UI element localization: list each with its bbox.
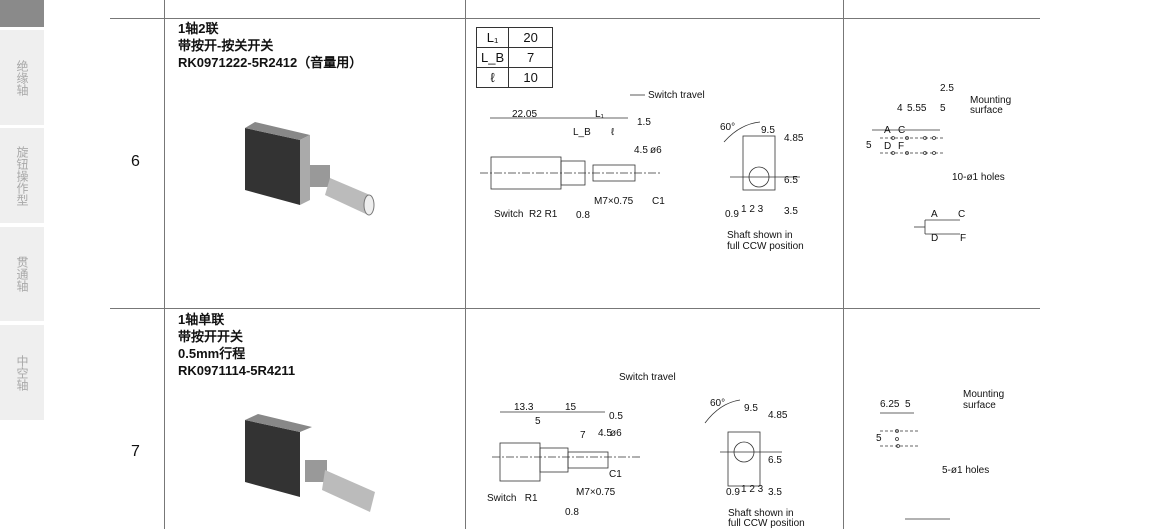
angle-label: 60° <box>710 398 726 409</box>
dim-label: 4 <box>897 103 903 114</box>
switch-travel-label: Switch travel <box>648 90 705 101</box>
pin-label: Switch R2 R1 <box>494 209 558 220</box>
tab-label: 旋钮操作型 <box>15 145 29 206</box>
dim-label: 22.05 <box>512 109 538 120</box>
dim-label: ø6 <box>610 428 622 439</box>
dim-label: 9.5 <box>744 403 758 414</box>
dim-label: 1.5 <box>637 117 651 128</box>
dim-label: 2.5 <box>940 83 954 94</box>
note-text: Shaft shown in <box>728 508 794 519</box>
dim-label: 5 <box>866 140 872 151</box>
sidebar-tab-through-shaft[interactable]: 贯通轴 <box>0 227 44 321</box>
terminal-c: C <box>898 125 906 136</box>
product-title: 1轴2联 带按开-按关开关 RK0971222-5R2412（音量用） <box>178 20 362 71</box>
chamfer-label: C1 <box>652 196 665 207</box>
mounting-label: surface <box>970 105 1003 116</box>
title-line: 0.5mm行程 <box>178 346 246 361</box>
dim-label: 3.5 <box>784 206 798 217</box>
dim-label: 4.85 <box>784 133 804 144</box>
pin-numbers: 1 2 3 <box>741 484 764 495</box>
dim-key: L_B <box>475 47 510 68</box>
tab-label: 绝缘轴 <box>15 59 29 96</box>
note-text: Shaft shown in <box>727 230 793 241</box>
sidebar-tab-knob-type[interactable]: 旋钮操作型 <box>0 128 44 223</box>
dim-label: 5 <box>535 416 541 427</box>
row-number: 7 <box>131 443 140 460</box>
dim-label: 15 <box>565 402 577 413</box>
row-number: 6 <box>131 153 140 170</box>
dim-label: 9.5 <box>761 125 775 136</box>
terminal-a: A <box>931 209 938 220</box>
dim-value: 10 <box>508 67 554 88</box>
thread-label: M7×0.75 <box>594 196 634 207</box>
dim-label: 0.9 <box>726 487 740 498</box>
sidebar-tab-hollow-shaft[interactable]: 中空轴 <box>0 325 44 420</box>
dim-label: 6.5 <box>784 175 798 186</box>
column-divider <box>843 0 844 529</box>
title-line: RK0971222-5R2412（音量用） <box>178 55 363 70</box>
product-title: 1轴单联 带按开开关 0.5mm行程 RK0971114-5R4211 <box>178 311 295 379</box>
dim-label: 5 <box>940 103 946 114</box>
dim-label: 0.9 <box>725 209 739 220</box>
pin-label: Switch R1 <box>487 493 538 504</box>
dim-label: 0.5 <box>609 411 623 422</box>
dim-label: 13.3 <box>514 402 534 413</box>
mounting-label: Mounting <box>970 95 1012 106</box>
thread-label: M7×0.75 <box>576 487 616 498</box>
dim-label: 7 <box>580 430 586 441</box>
tab-label: 中空轴 <box>15 354 29 391</box>
holes-label: 5-ø1 holes <box>942 465 990 476</box>
terminal-c: C <box>958 209 966 220</box>
dim-label: 4.85 <box>768 410 788 421</box>
angle-label: 60° <box>720 122 736 133</box>
table-rule <box>110 18 1040 19</box>
dim-label: L_B <box>573 127 591 138</box>
mounting-label: surface <box>963 400 996 411</box>
terminal-d: D <box>931 233 939 244</box>
note-text: full CCW position <box>727 241 804 252</box>
title-line: 1轴单联 <box>178 312 225 327</box>
column-divider <box>164 0 165 529</box>
dim-label: 5.55 <box>907 103 927 114</box>
chamfer-label: C1 <box>609 469 622 480</box>
title-line: 带按开-按关开关 <box>178 38 274 53</box>
dim-label: ø6 <box>650 145 662 156</box>
column-divider <box>465 0 466 529</box>
dim-label: 6.25 <box>880 399 900 410</box>
terminal-f: F <box>898 141 905 152</box>
terminal-a: A <box>884 125 891 136</box>
title-line: 带按开开关 <box>178 329 244 344</box>
dim-label: ℓ <box>611 127 615 138</box>
dim-label: 0.8 <box>565 507 579 518</box>
terminal-f: F <box>960 233 967 244</box>
dim-label: 5 <box>905 399 911 410</box>
holes-label: 10-ø1 holes <box>952 172 1005 183</box>
dim-label: 6.5 <box>768 455 782 466</box>
dim-label: 5 <box>876 433 882 444</box>
pin-numbers: 1 2 3 <box>741 204 764 215</box>
title-line: RK0971114-5R4211 <box>178 363 296 378</box>
dim-label: 0.8 <box>576 210 590 221</box>
table-rule <box>110 308 1040 309</box>
mounting-label: Mounting <box>963 389 1005 400</box>
terminal-d: D <box>884 141 892 152</box>
switch-travel-label: Switch travel <box>619 372 676 383</box>
note-text: full CCW position <box>728 518 805 529</box>
dim-label: 3.5 <box>768 487 782 498</box>
dim-key: ℓ <box>475 67 510 88</box>
dim-label: L₁ <box>595 109 604 120</box>
title-line: 1轴2联 <box>178 21 219 36</box>
tab-label: 贯通轴 <box>15 256 29 292</box>
dim-label: 4.5 <box>598 428 612 439</box>
sidebar-tab-top[interactable] <box>0 0 44 27</box>
dim-label: 4.5 <box>634 145 648 156</box>
sidebar-tab-insulated-shaft[interactable]: 绝缘轴 <box>0 30 44 125</box>
